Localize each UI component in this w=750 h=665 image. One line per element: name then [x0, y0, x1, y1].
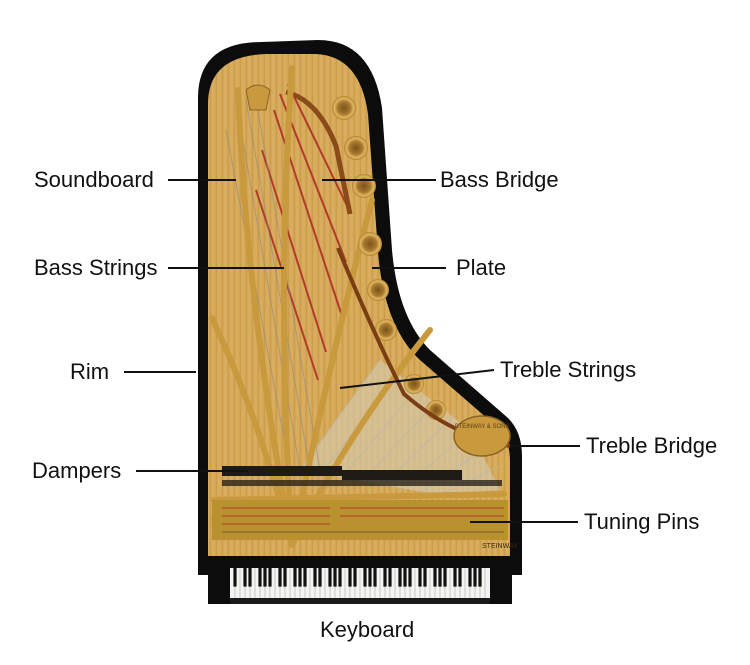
- black-key: [283, 568, 287, 587]
- black-key: [313, 568, 317, 587]
- black-key: [423, 568, 427, 587]
- treble-strings-area: [300, 360, 500, 495]
- plate-logo-text: STEINWAY & SONS: [455, 424, 510, 430]
- black-key: [453, 568, 457, 587]
- label-soundboard: Soundboard: [34, 167, 154, 192]
- leader-lines: [124, 179, 580, 523]
- label-bass-bridge: Bass Bridge: [440, 167, 559, 192]
- black-key: [263, 568, 267, 587]
- black-key: [468, 568, 472, 587]
- plate-logo-badge: [453, 415, 511, 457]
- black-key: [353, 568, 357, 587]
- tuning-pins: [222, 507, 504, 525]
- black-key: [248, 568, 252, 587]
- black-key: [363, 568, 367, 587]
- label-tuning-pins: Tuning Pins: [584, 509, 700, 534]
- keyboard-right-cheek: [490, 568, 512, 604]
- tuning-pin-area: [212, 500, 508, 540]
- black-keys: [233, 568, 482, 587]
- black-key: [458, 568, 462, 587]
- black-key: [438, 568, 442, 587]
- black-key: [318, 568, 322, 587]
- black-key: [398, 568, 402, 587]
- label-plate: Plate: [456, 255, 507, 280]
- black-key: [293, 568, 297, 587]
- black-key: [403, 568, 407, 587]
- crest-icon: [245, 84, 271, 111]
- black-key: [348, 568, 352, 587]
- black-key: [338, 568, 342, 587]
- black-key: [268, 568, 272, 587]
- black-key: [418, 568, 422, 587]
- dampers: [222, 466, 502, 486]
- black-key: [368, 568, 372, 587]
- black-key: [243, 568, 247, 587]
- keyboard-left-cheek: [208, 568, 230, 604]
- black-key: [408, 568, 412, 587]
- keyboard-slip: [200, 556, 518, 568]
- black-key: [443, 568, 447, 587]
- label-treble-bridge: Treble Bridge: [586, 433, 718, 458]
- black-key: [383, 568, 387, 587]
- black-key: [233, 568, 237, 587]
- label-bass-strings: Bass Strings: [34, 255, 158, 280]
- black-key: [258, 568, 262, 587]
- nameboard-text: STEINWAY: [482, 543, 518, 550]
- black-key: [328, 568, 332, 587]
- black-key: [303, 568, 307, 587]
- black-key: [388, 568, 392, 587]
- black-key: [333, 568, 337, 587]
- black-key: [473, 568, 477, 587]
- black-key: [373, 568, 377, 587]
- label-keyboard: Keyboard: [320, 617, 415, 642]
- black-key: [278, 568, 282, 587]
- black-key: [478, 568, 482, 587]
- plate-holes: [332, 96, 446, 420]
- label-rim: Rim: [70, 359, 110, 384]
- label-treble-strings: Treble Strings: [500, 357, 637, 382]
- black-key: [298, 568, 302, 587]
- black-key: [433, 568, 437, 587]
- label-dampers: Dampers: [32, 458, 122, 483]
